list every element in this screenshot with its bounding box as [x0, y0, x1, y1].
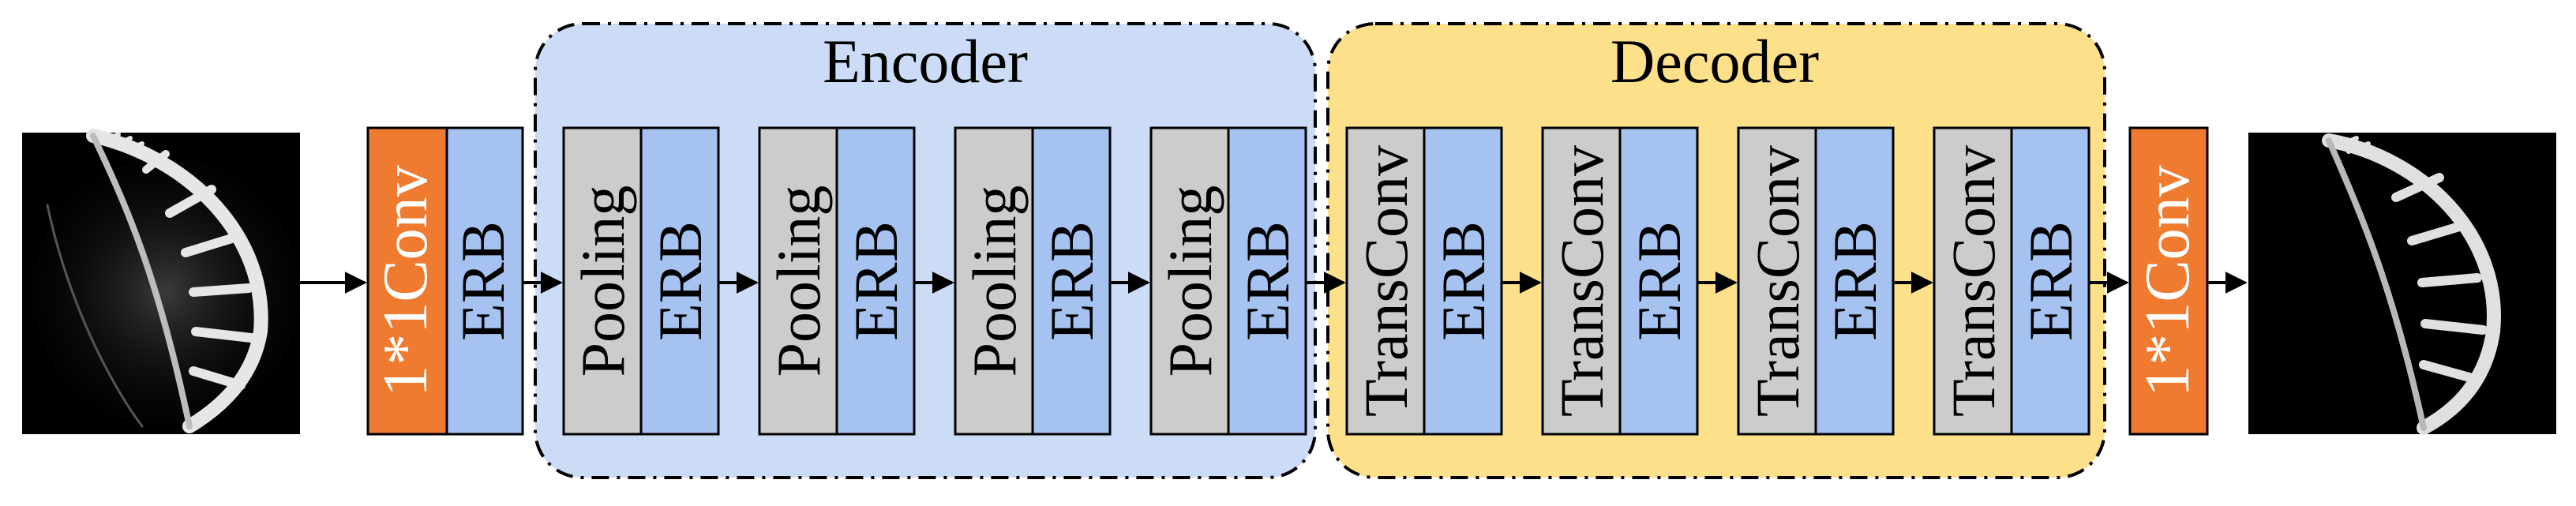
encoder-4-op-label: Pooling — [1156, 186, 1224, 377]
input-image — [22, 129, 300, 434]
encoder-title: Encoder — [823, 27, 1028, 96]
decoder-2-erb-label: ERB — [1625, 221, 1693, 341]
decoder-stage-2: TransConv ERB — [1541, 126, 1699, 436]
decoder-3-erb-label: ERB — [1820, 221, 1889, 341]
decoder-stage-3: TransConv ERB — [1737, 126, 1895, 436]
encoder-2-op-label: Pooling — [764, 186, 833, 377]
bone-scan-clean-image-icon — [2322, 133, 2501, 435]
input-erb-label: ERB — [448, 221, 517, 341]
decoder-1-op-label: TransConv — [1352, 145, 1420, 417]
encoder-1-erb-label: ERB — [646, 221, 714, 341]
output-conv-label: 1*1Conv — [2133, 165, 2203, 396]
encoder-stage-2: Pooling ERB — [758, 126, 916, 436]
encoder-3-op-label: Pooling — [960, 186, 1029, 377]
decoder-title: Decoder — [1610, 27, 1819, 96]
decoder-stage-4: TransConv ERB — [1933, 126, 2090, 436]
encoder-group-box — [534, 22, 1317, 479]
encoder-stage-3: Pooling ERB — [954, 126, 1112, 436]
output-image — [2248, 133, 2556, 435]
input-erb-block: ERB — [445, 126, 524, 436]
decoder-stage-1: TransConv ERB — [1345, 126, 1503, 436]
decoder-4-op-label: TransConv — [1939, 145, 2008, 417]
encoder-stage-4: Pooling ERB — [1149, 126, 1307, 436]
decoder-1-erb-label: ERB — [1429, 221, 1498, 341]
decoder-group-box — [1326, 22, 2106, 479]
decoder-3-op-label: TransConv — [1743, 145, 1812, 417]
encoder-stage-1: Pooling ERB — [562, 126, 720, 436]
encoder-3-erb-label: ERB — [1037, 221, 1106, 341]
bone-scan-noisy-image-icon — [46, 129, 268, 433]
encoder-2-erb-label: ERB — [842, 221, 910, 341]
decoder-4-erb-label: ERB — [2016, 221, 2085, 341]
decoder-2-op-label: TransConv — [1547, 145, 1616, 417]
input-conv-label: 1*1Conv — [371, 165, 441, 396]
output-conv-block: 1*1Conv — [2128, 126, 2209, 436]
input-conv-block: 1*1Conv — [366, 126, 448, 436]
encoder-1-op-label: Pooling — [568, 186, 637, 377]
encoder-4-erb-label: ERB — [1233, 221, 1302, 341]
